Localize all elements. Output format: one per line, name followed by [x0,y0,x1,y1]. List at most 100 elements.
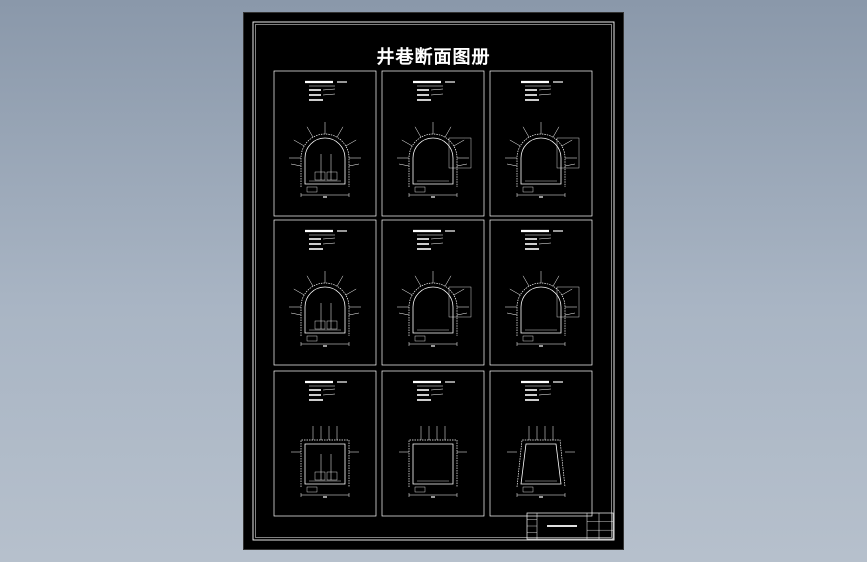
tunnel-lining-outer [300,133,350,187]
spec-leader [430,242,444,245]
title-block [526,512,614,540]
rock-bolt [348,312,360,316]
section-panel [273,219,377,366]
tunnel-lining-outer [300,439,350,487]
rail-car [314,471,326,481]
rock-bolt [401,139,413,147]
tunnel-lining-outer [516,282,566,336]
rock-bolt [444,275,452,287]
tunnel-outline [520,286,562,334]
rock-bolt [293,288,305,296]
panel-frame [489,70,593,217]
spec-leader [430,388,444,391]
spec-leader [322,93,336,96]
rock-bolt [564,312,576,316]
rock-bolt [401,288,413,296]
panel-frame [489,370,593,517]
rock-bolt [336,275,344,287]
section-panel [273,370,377,517]
rock-bolt [561,288,573,296]
spec-leader [430,88,444,91]
rock-bolt [398,312,410,316]
panel-frame [381,70,485,217]
tunnel-outline [412,286,454,334]
tunnel-outline [520,137,562,185]
tunnel-outline [520,443,562,485]
panel-frame [381,219,485,366]
rail-car [314,320,326,330]
rock-bolt [348,163,360,167]
rail-car [326,471,338,481]
annotation-frame [556,137,580,169]
spec-leader [538,388,552,391]
section-panel [489,370,593,517]
tunnel-lining-outer [516,439,566,488]
annotation-frame [556,286,580,318]
spec-leader [538,242,552,245]
tunnel-outline [304,286,346,334]
drainage-ditch [306,486,318,493]
section-panel [381,219,485,366]
drawing-sheet: 井巷断面图册 [244,13,623,549]
tunnel-outline [412,137,454,185]
rock-bolt [522,126,530,138]
rock-bolt [306,126,314,138]
panel-frame [273,370,377,517]
rock-bolt [506,312,518,316]
rock-bolt [398,163,410,167]
tunnel-lining-outer [408,282,458,336]
rock-bolt [414,275,422,287]
spec-leader [538,93,552,96]
rock-bolt [444,126,452,138]
rock-bolt [564,163,576,167]
rock-bolt [345,139,357,147]
rail-car [314,171,326,181]
rock-bolt [509,139,521,147]
annotation-frame [448,137,472,169]
rock-bolt [306,275,314,287]
tunnel-lining-outer [408,439,458,487]
section-panel [489,70,593,217]
rock-bolt [345,288,357,296]
tunnel-outline [304,137,346,185]
tunnel-outline [304,443,346,485]
tunnel-outline [412,443,454,485]
spec-leader [430,393,444,396]
panel-frame [489,219,593,366]
sheet-border [252,21,615,541]
spec-leader [538,237,552,240]
drainage-ditch [414,486,426,493]
annotation-frame [448,286,472,318]
section-panel [381,370,485,517]
rock-bolt [336,126,344,138]
spec-leader [538,393,552,396]
tunnel-lining-outer [408,133,458,187]
rail-car [326,320,338,330]
tunnel-lining-outer [516,133,566,187]
drainage-ditch [522,186,534,193]
tunnel-lining-outer [300,282,350,336]
panel-frame [273,70,377,217]
rock-bolt [456,312,468,316]
drainage-ditch [414,335,426,342]
drawing-canvas [252,21,615,541]
panel-frame [273,219,377,366]
drawing-title: 井巷断面图册 [376,47,491,68]
spec-leader [322,393,336,396]
rock-bolt [453,288,465,296]
spec-leader [322,388,336,391]
drainage-ditch [522,486,534,493]
rock-bolt [509,288,521,296]
panel-frame [381,370,485,517]
spec-leader [322,237,336,240]
section-panel [489,219,593,366]
section-panel [381,70,485,217]
drainage-ditch [306,186,318,193]
rock-bolt [552,126,560,138]
rock-bolt [552,275,560,287]
drainage-ditch [306,335,318,342]
spec-leader [538,88,552,91]
section-panel [273,70,377,217]
rock-bolt [456,163,468,167]
rock-bolt [453,139,465,147]
